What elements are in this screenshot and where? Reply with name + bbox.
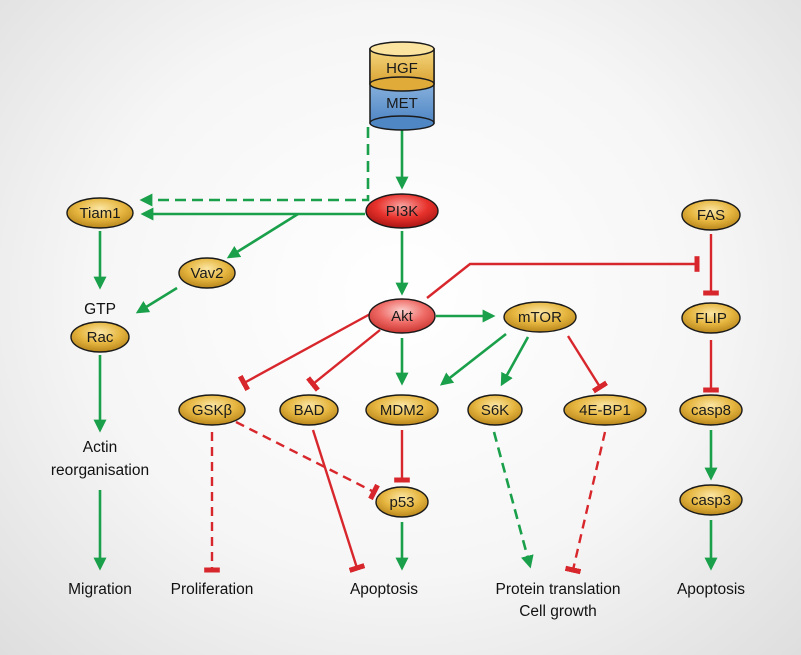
- gtp-label: GTP: [84, 301, 116, 318]
- bad-label: BAD: [294, 402, 325, 419]
- edge-bad-apoptosis-inhibit: [311, 429, 366, 573]
- edges: [93, 127, 719, 575]
- node-pi3k: PI3K: [365, 193, 439, 229]
- node-casp3: casp3: [679, 484, 743, 516]
- cell-growth-label: Cell growth: [519, 603, 597, 620]
- edge-gsk-p53-inhibit: [235, 420, 380, 501]
- actin-label-line1: Actin: [83, 439, 117, 456]
- apoptosis-right-label: Apoptosis: [677, 581, 745, 598]
- apoptosis-center-label: Apoptosis: [350, 581, 418, 598]
- 4ebp1-label: 4E-BP1: [579, 402, 631, 419]
- node-4ebp1: 4E-BP1: [563, 394, 647, 426]
- tiam1-label: Tiam1: [79, 205, 120, 222]
- migration-label: Migration: [68, 581, 132, 598]
- edge-met-tiam1-dashed: [139, 127, 370, 207]
- node-rac: Rac: [70, 321, 130, 353]
- node-p53: p53: [375, 486, 429, 518]
- edge-s6k-translation: [492, 431, 534, 569]
- hgf-label: HGF: [386, 60, 418, 77]
- node-fas: FAS: [681, 199, 741, 231]
- edge-4ebp1-translation-inhibit: [564, 431, 607, 575]
- node-tiam1: Tiam1: [66, 197, 134, 229]
- p53-label: p53: [389, 494, 414, 511]
- mtor-label: mTOR: [518, 309, 562, 326]
- edge-akt-flip-inhibit: [426, 256, 700, 299]
- edge-akt-gsk-inhibit: [237, 311, 373, 392]
- edge-vav2-rac: [135, 286, 178, 314]
- node-casp8: casp8: [679, 394, 743, 426]
- proliferation-label: Proliferation: [171, 581, 254, 598]
- fas-label: FAS: [697, 207, 725, 224]
- edge-mtor-mdm2: [439, 332, 507, 386]
- akt-label: Akt: [391, 308, 414, 325]
- edge-mtor-4ebp1-inhibit: [566, 335, 608, 394]
- node-mdm2: MDM2: [365, 394, 439, 426]
- actin-label-line2: reorganisation: [51, 462, 149, 479]
- node-vav2: Vav2: [178, 257, 236, 289]
- casp3-label: casp3: [691, 492, 731, 509]
- mdm2-label: MDM2: [380, 402, 424, 419]
- flip-label: FLIP: [695, 310, 727, 327]
- hgf-met-receptor: HGF MET: [369, 41, 435, 131]
- node-flip: FLIP: [681, 302, 741, 334]
- rac-label: Rac: [87, 329, 114, 346]
- edge-akt-bad-inhibit: [306, 329, 381, 392]
- met-label: MET: [386, 95, 418, 112]
- casp8-label: casp8: [691, 402, 731, 419]
- node-bad: BAD: [279, 394, 339, 426]
- gsk-label: GSKβ: [192, 402, 233, 419]
- pi3k-label: PI3K: [386, 203, 419, 220]
- s6k-label: S6K: [481, 402, 509, 419]
- protein-translation-label: Protein translation: [496, 581, 621, 598]
- node-mtor: mTOR: [503, 301, 577, 333]
- node-gsk: GSKβ: [178, 394, 246, 426]
- node-s6k: S6K: [467, 394, 523, 426]
- vav2-label: Vav2: [190, 265, 223, 282]
- node-akt: Akt: [368, 298, 436, 334]
- edge-pi3k-vav2: [226, 212, 299, 259]
- edge-mtor-s6k: [500, 336, 530, 387]
